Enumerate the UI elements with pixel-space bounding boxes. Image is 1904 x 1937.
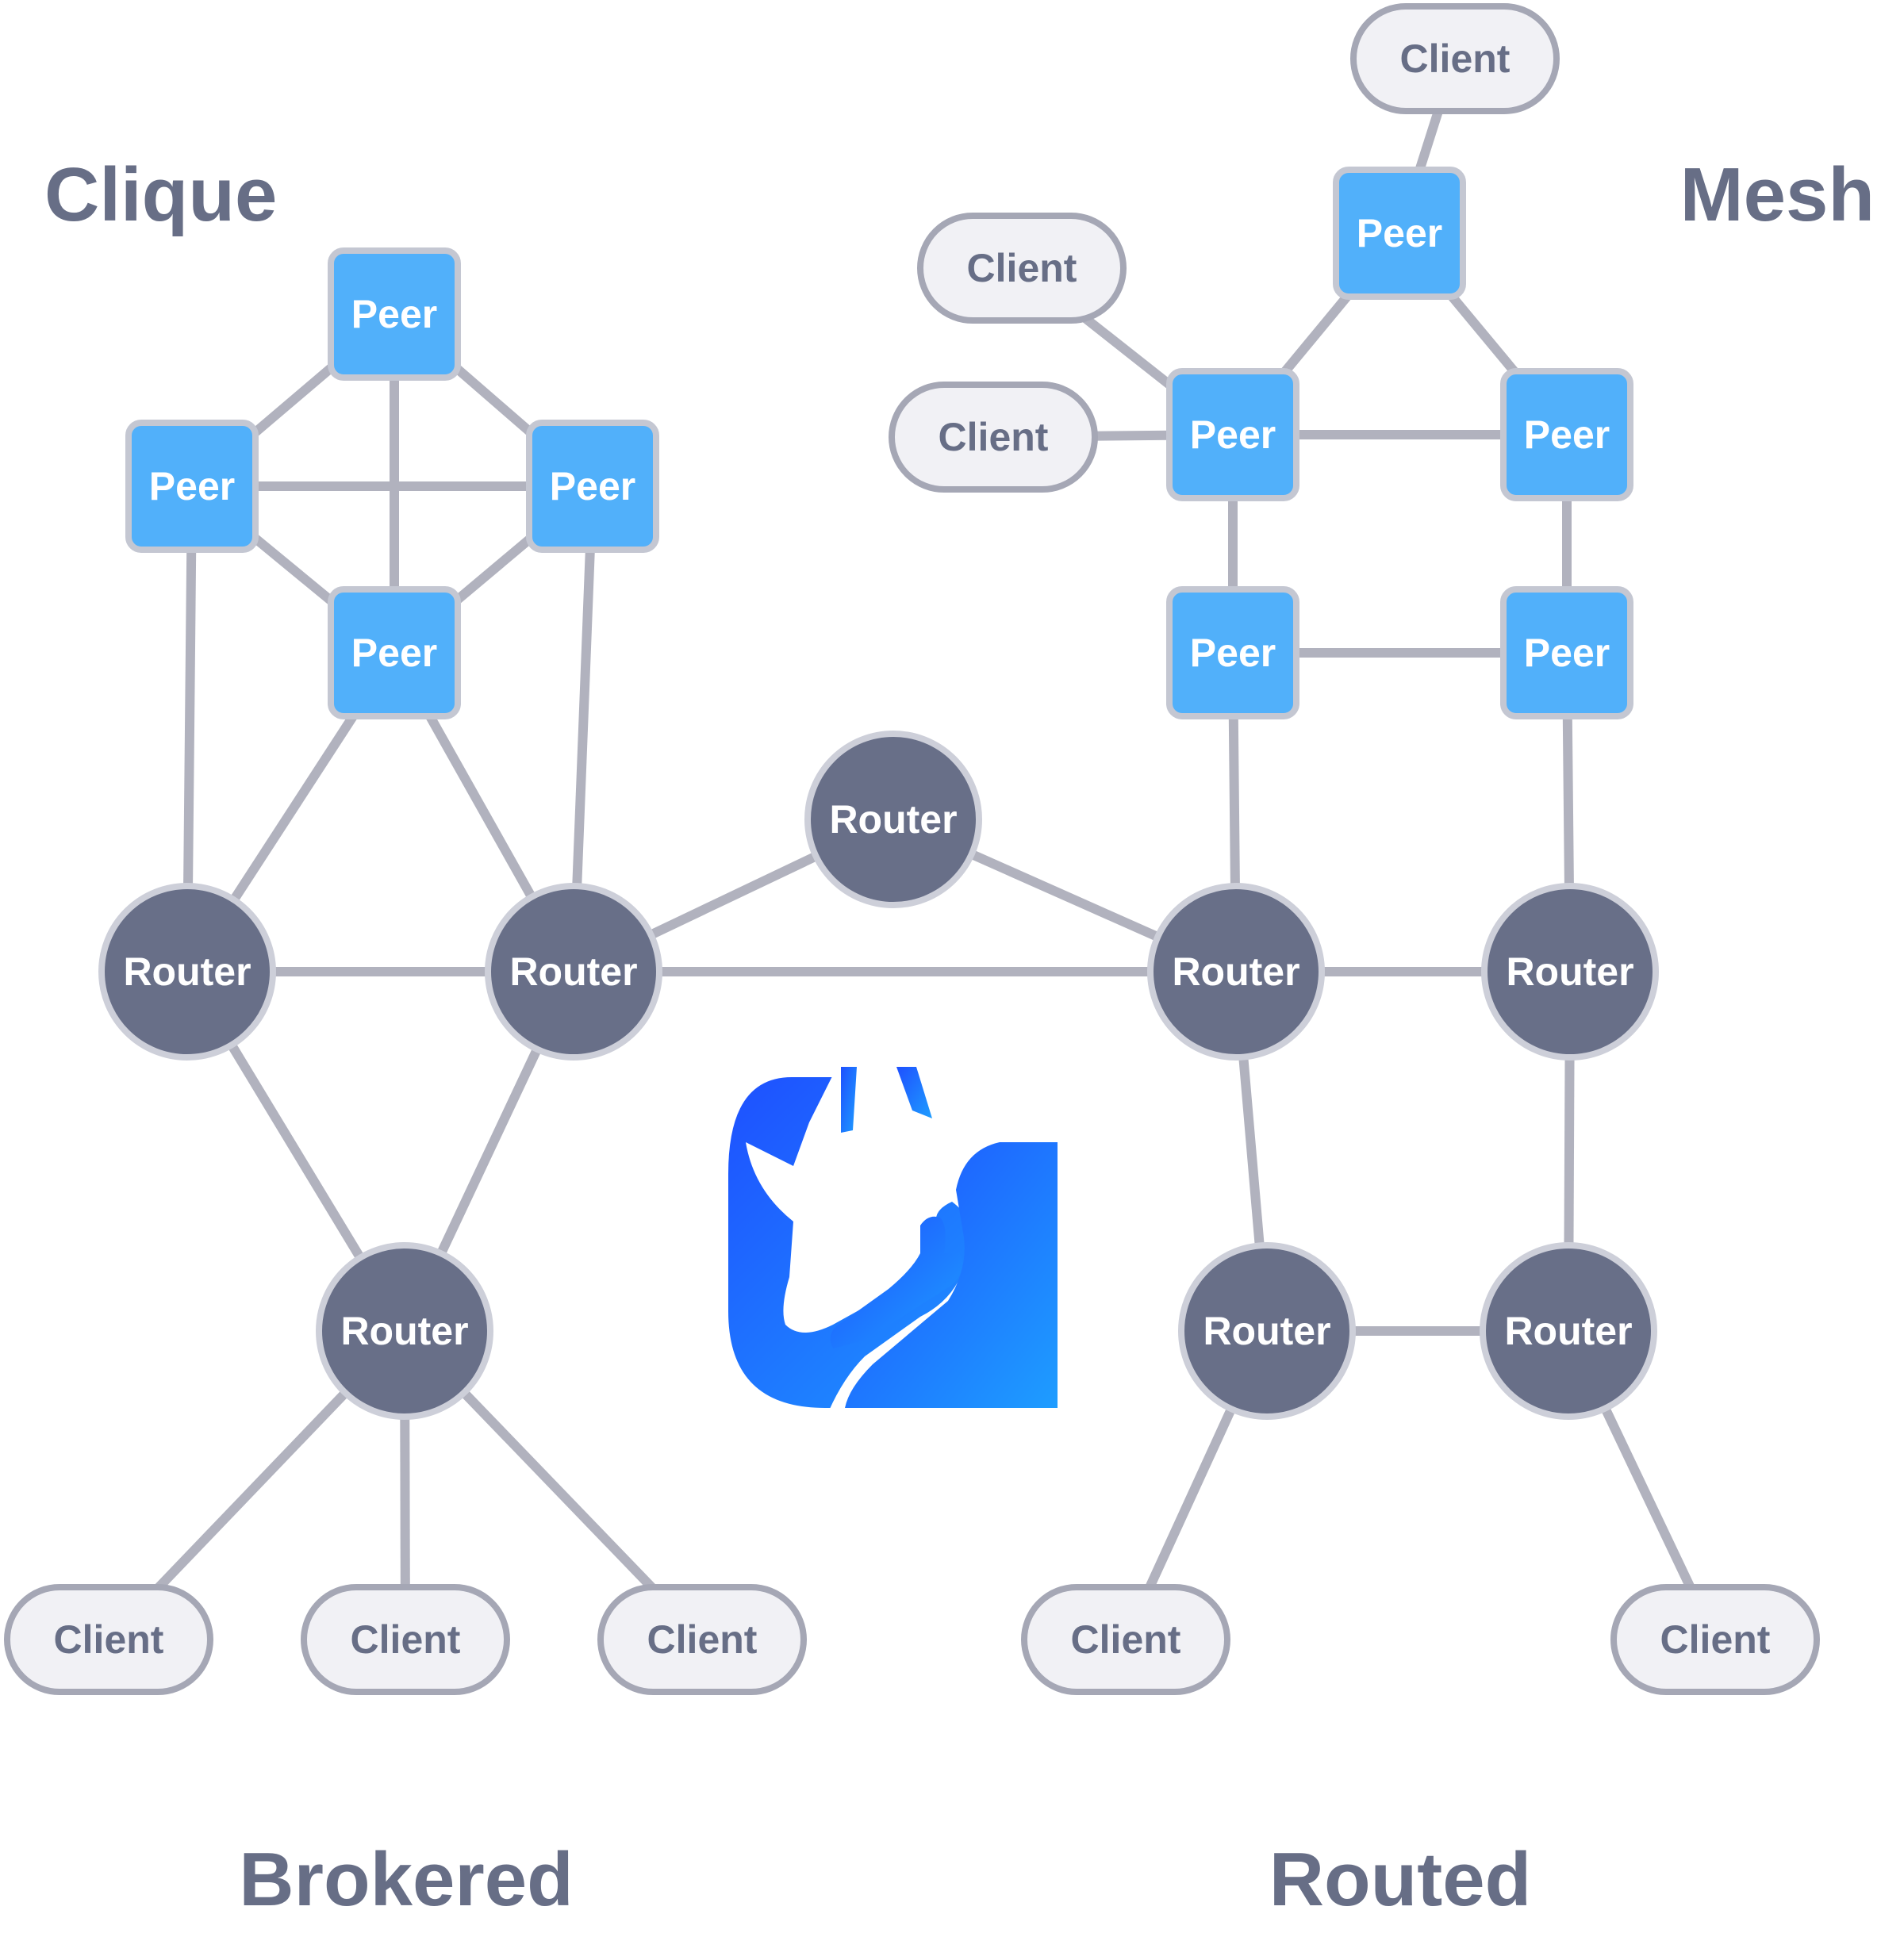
- peer-node: Peer: [1500, 368, 1633, 501]
- peer-label: Peer: [1524, 412, 1610, 457]
- client-label: Client: [967, 246, 1077, 290]
- client-node: Client: [1610, 1584, 1820, 1695]
- router-shape: [1481, 883, 1659, 1061]
- client-shape: [597, 1584, 807, 1695]
- client-node: Client: [1021, 1584, 1230, 1695]
- peer-label: Peer: [351, 292, 437, 336]
- client-shape: [1350, 3, 1560, 114]
- router-node: Router: [1480, 1242, 1657, 1420]
- router-label: Router: [509, 949, 637, 994]
- router-node: Router: [1481, 883, 1659, 1061]
- client-node: Client: [889, 382, 1098, 493]
- router-label: Router: [123, 949, 251, 994]
- peer-label: Peer: [1524, 631, 1610, 675]
- peer-node: Peer: [328, 586, 461, 719]
- client-node: Client: [301, 1584, 510, 1695]
- router-shape: [1147, 883, 1325, 1061]
- client-label: Client: [647, 1617, 758, 1662]
- peer-label: Peer: [351, 631, 437, 675]
- stylized-animal-logo-icon: [728, 1028, 1081, 1420]
- router-label: Router: [340, 1309, 468, 1353]
- peer-shape: [125, 420, 259, 553]
- peer-label: Peer: [1357, 211, 1442, 255]
- peer-node: Peer: [125, 420, 259, 553]
- router-shape: [1480, 1242, 1657, 1420]
- peer-node: Peer: [1166, 368, 1299, 501]
- router-shape: [316, 1242, 493, 1420]
- router-node: Router: [98, 883, 276, 1061]
- router-label: Router: [1504, 1309, 1632, 1353]
- peer-label: Peer: [550, 464, 635, 508]
- client-label: Client: [1071, 1617, 1181, 1662]
- router-node: Router: [485, 883, 662, 1061]
- router-label: Router: [1203, 1309, 1330, 1353]
- peer-shape: [526, 420, 659, 553]
- section-title-brokered: Brokered: [239, 1837, 574, 1922]
- peer-node: Peer: [328, 247, 461, 381]
- client-node: Client: [917, 213, 1127, 324]
- peer-shape: [1500, 586, 1633, 719]
- client-shape: [1610, 1584, 1820, 1695]
- peer-node: Peer: [1500, 586, 1633, 719]
- router-label: Router: [1506, 949, 1633, 994]
- peer-shape: [328, 247, 461, 381]
- peer-shape: [1500, 368, 1633, 501]
- router-shape: [1178, 1242, 1356, 1420]
- router-shape: [98, 883, 276, 1061]
- peer-node: Peer: [1166, 586, 1299, 719]
- client-shape: [301, 1584, 510, 1695]
- peer-label: Peer: [1190, 631, 1276, 675]
- router-shape: [804, 731, 982, 908]
- client-label: Client: [1400, 36, 1511, 81]
- section-title-routed: Routed: [1269, 1837, 1532, 1922]
- peer-label: Peer: [1190, 412, 1276, 457]
- router-label: Router: [1172, 949, 1299, 994]
- router-label: Router: [829, 797, 957, 842]
- client-label: Client: [939, 415, 1049, 459]
- client-node: Client: [1350, 3, 1560, 114]
- client-shape: [4, 1584, 213, 1695]
- client-label: Client: [1660, 1617, 1771, 1662]
- client-label: Client: [54, 1617, 164, 1662]
- router-shape: [485, 883, 662, 1061]
- router-node: Router: [804, 731, 982, 908]
- peer-shape: [1166, 368, 1299, 501]
- peer-shape: [1333, 167, 1466, 300]
- peer-node: Peer: [526, 420, 659, 553]
- client-shape: [889, 382, 1098, 493]
- peer-shape: [1166, 586, 1299, 719]
- router-node: Router: [1178, 1242, 1356, 1420]
- router-node: Router: [316, 1242, 493, 1420]
- peer-label: Peer: [149, 464, 235, 508]
- section-title-mesh: Mesh: [1680, 152, 1875, 237]
- peer-shape: [328, 586, 461, 719]
- router-node: Router: [1147, 883, 1325, 1061]
- client-node: Client: [597, 1584, 807, 1695]
- client-shape: [917, 213, 1127, 324]
- peer-node: Peer: [1333, 167, 1466, 300]
- client-label: Client: [351, 1617, 461, 1662]
- section-title-clique: Clique: [44, 152, 277, 237]
- client-shape: [1021, 1584, 1230, 1695]
- client-node: Client: [4, 1584, 213, 1695]
